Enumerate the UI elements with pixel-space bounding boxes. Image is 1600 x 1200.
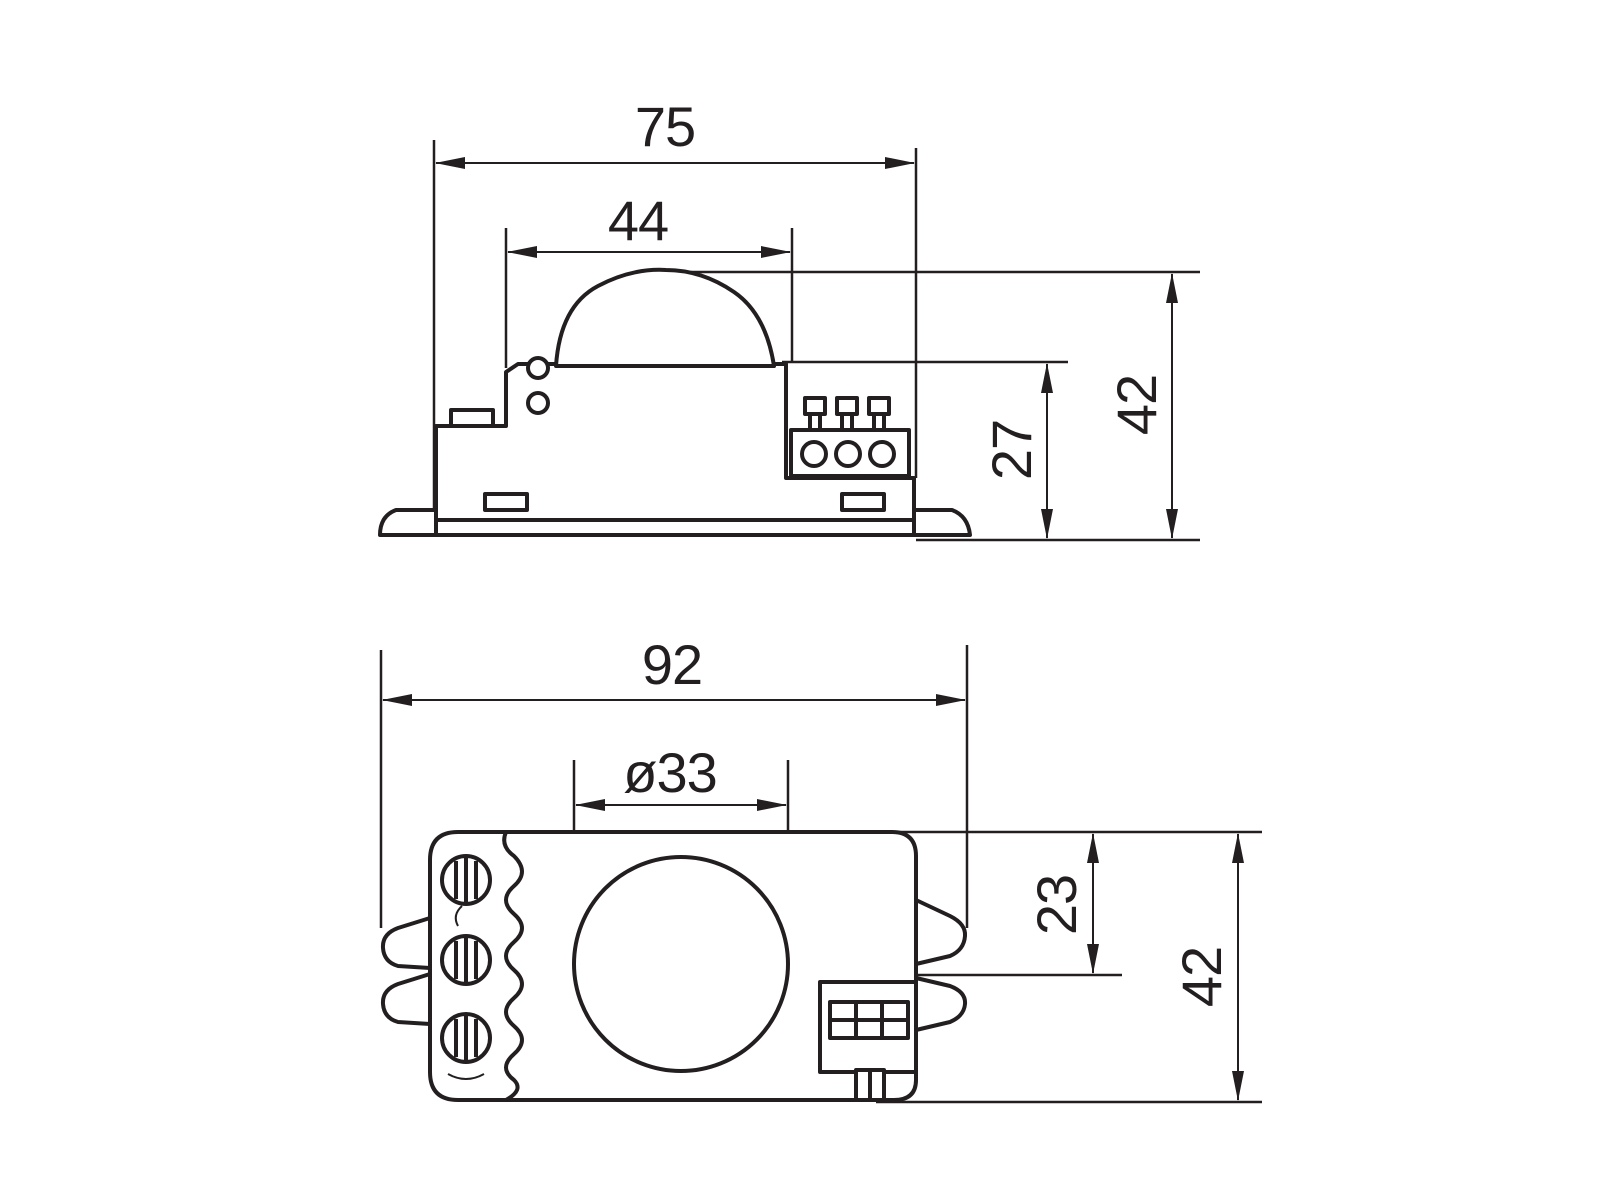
dim-label-42-side: 42 bbox=[1105, 375, 1168, 435]
side-dome-lens bbox=[554, 267, 776, 368]
side-mounting-flange-left bbox=[378, 508, 438, 537]
dim-label-27: 27 bbox=[980, 420, 1043, 480]
dim-label-42-top: 42 bbox=[1170, 947, 1233, 1007]
top-connector-block bbox=[818, 980, 918, 1102]
dim-label-92: 92 bbox=[642, 633, 702, 696]
side-mounting-flange-right bbox=[912, 508, 972, 537]
top-fixing-lug-right-upper bbox=[915, 898, 968, 966]
top-screw-2 bbox=[440, 934, 492, 986]
side-view: 75 44 42 27 bbox=[378, 95, 1200, 542]
side-clip-bottom-left bbox=[483, 492, 529, 512]
top-pir-lens bbox=[572, 855, 790, 1073]
side-terminal-screw-2 bbox=[834, 440, 862, 468]
side-terminal-screw-3 bbox=[868, 440, 896, 468]
side-terminal-block bbox=[789, 396, 911, 478]
rotate-arrow-icon-lower bbox=[447, 1073, 485, 1080]
dim-label-44: 44 bbox=[608, 189, 668, 252]
side-clip-top-left bbox=[449, 408, 495, 428]
dim-label-33: ø33 bbox=[623, 741, 717, 804]
top-fixing-lug-right-lower bbox=[915, 976, 968, 1032]
rotate-arrow-icon-upper bbox=[454, 905, 463, 927]
side-clip-bottom-right bbox=[840, 492, 886, 512]
top-screw-3 bbox=[440, 1012, 492, 1064]
top-terminal-divider bbox=[502, 831, 524, 1102]
top-screw-1 bbox=[440, 854, 492, 906]
top-fixing-lug-left-lower bbox=[380, 972, 431, 1026]
side-terminal-screw-1 bbox=[800, 440, 828, 468]
dim-label-23: 23 bbox=[1025, 875, 1088, 935]
side-indicator-dot-top bbox=[526, 356, 550, 380]
top-fixing-lug-left-upper bbox=[380, 916, 431, 970]
side-indicator-dot-bottom bbox=[526, 391, 550, 415]
dim-label-75: 75 bbox=[635, 95, 695, 158]
top-view: 92 ø33 23 42 bbox=[379, 633, 1262, 1104]
